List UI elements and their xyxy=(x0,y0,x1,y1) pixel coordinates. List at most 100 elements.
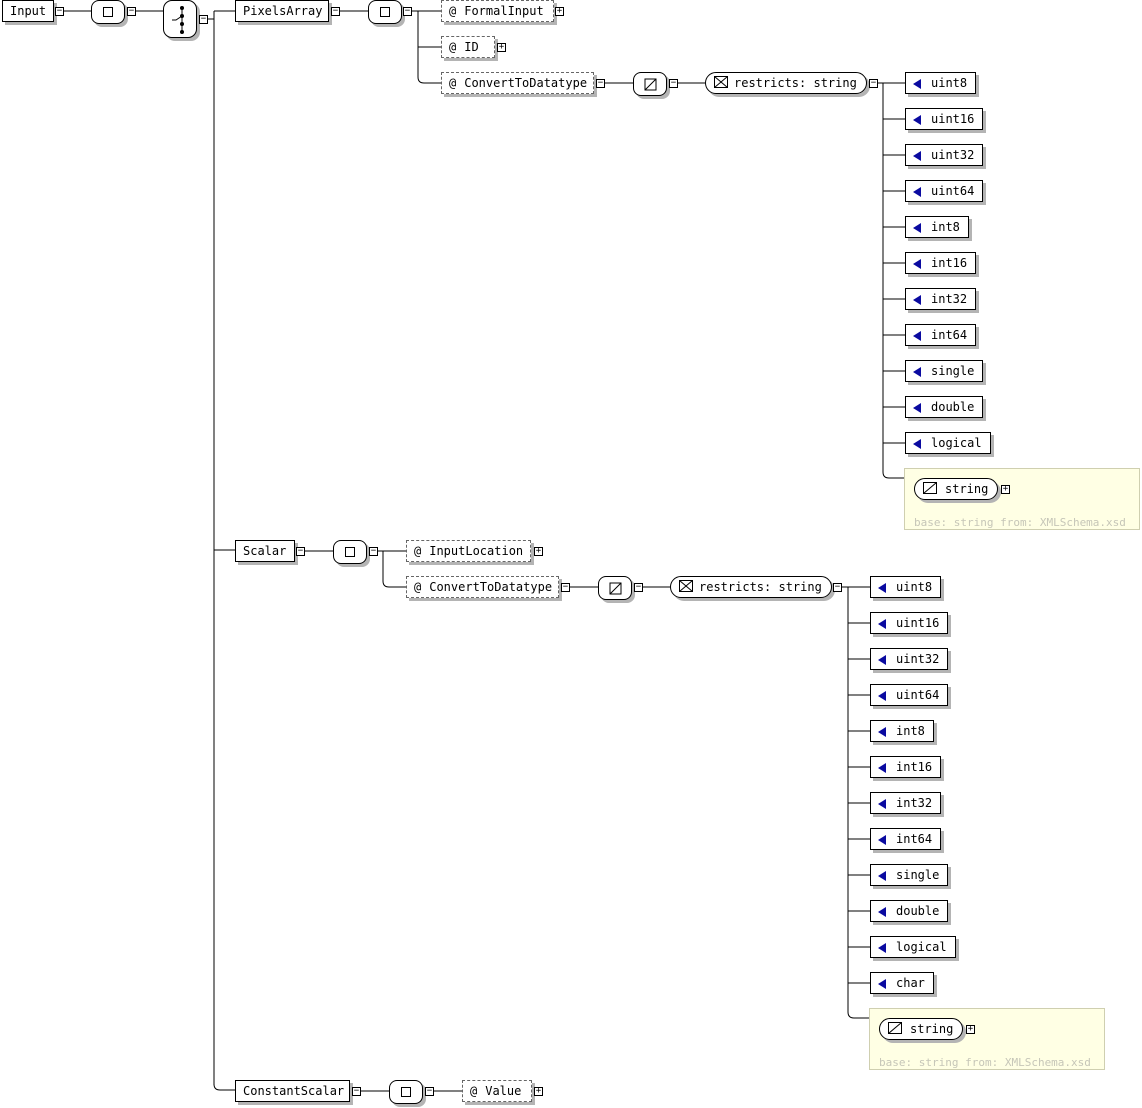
union-member-type[interactable]: string xyxy=(914,478,998,500)
enumeration-value[interactable]: uint8 xyxy=(870,576,942,598)
attribute-at-icon: @ xyxy=(414,580,422,594)
simple-type-icon[interactable] xyxy=(633,72,667,96)
enumeration-triangle-icon xyxy=(878,834,886,845)
enumeration-label: int8 xyxy=(931,220,960,234)
minus-box-icon[interactable]: − xyxy=(425,1086,434,1096)
simple-type-icon xyxy=(888,1022,902,1034)
enumeration-label: double xyxy=(896,904,940,918)
attribute-convert-to-datatype-1[interactable]: @ConvertToDatatype xyxy=(441,72,594,94)
minus-box-icon[interactable]: − xyxy=(127,6,136,16)
enumeration-label: int16 xyxy=(896,760,933,774)
enumeration-value[interactable]: int64 xyxy=(870,828,942,850)
enumeration-triangle-icon xyxy=(913,186,921,197)
enumeration-triangle-icon xyxy=(878,726,886,737)
connector-line xyxy=(417,60,441,84)
minus-box-icon[interactable]: − xyxy=(352,1086,361,1096)
plus-box-icon[interactable]: + xyxy=(966,1024,975,1034)
enumeration-label: char xyxy=(896,976,925,990)
enumeration-value[interactable]: single xyxy=(870,864,949,886)
minus-box-icon[interactable]: − xyxy=(596,78,605,88)
enumeration-value[interactable]: int64 xyxy=(905,324,977,346)
minus-box-icon[interactable]: − xyxy=(833,582,842,592)
sequence-compositor-icon[interactable] xyxy=(368,0,402,24)
root-element-input[interactable]: Input xyxy=(2,0,54,22)
attribute-value[interactable]: @Value xyxy=(462,1080,532,1102)
union-member-type[interactable]: string xyxy=(879,1018,963,1040)
enumeration-value[interactable]: double xyxy=(870,900,949,922)
enumeration-value[interactable]: int8 xyxy=(870,720,934,742)
enumeration-triangle-icon xyxy=(913,258,921,269)
minus-box-icon[interactable]: − xyxy=(634,582,643,592)
enumeration-value[interactable]: int32 xyxy=(905,288,977,310)
minus-box-icon[interactable]: − xyxy=(369,546,378,556)
element-label: PixelsArray xyxy=(243,4,323,18)
enumeration-value[interactable]: logical xyxy=(905,432,991,454)
enumeration-triangle-icon xyxy=(913,78,921,89)
attribute-label: InputLocation xyxy=(429,544,524,558)
enumeration-value[interactable]: int16 xyxy=(905,252,977,274)
enumeration-value[interactable]: uint16 xyxy=(870,612,949,634)
enumeration-label: uint32 xyxy=(931,148,975,162)
minus-box-icon[interactable]: − xyxy=(869,78,878,88)
enumeration-value[interactable]: char xyxy=(870,972,934,994)
sequence-compositor-icon[interactable] xyxy=(389,1080,423,1104)
plus-box-icon[interactable]: + xyxy=(555,6,564,16)
plus-box-icon[interactable]: + xyxy=(534,1086,543,1096)
enumeration-value[interactable]: uint32 xyxy=(870,648,949,670)
minus-box-icon[interactable]: − xyxy=(669,78,678,88)
element-label: Input xyxy=(10,4,47,18)
enumeration-value[interactable]: uint32 xyxy=(905,144,984,166)
enumeration-triangle-icon xyxy=(878,762,886,773)
sequence-compositor-icon[interactable] xyxy=(91,0,125,24)
minus-box-icon[interactable]: − xyxy=(55,6,64,16)
plus-box-icon[interactable]: + xyxy=(1001,484,1010,494)
minus-box-icon[interactable]: − xyxy=(331,6,340,16)
plus-box-icon[interactable]: + xyxy=(534,546,543,556)
enumeration-value[interactable]: int32 xyxy=(870,792,942,814)
simple-type-glyph xyxy=(609,582,622,595)
minus-box-icon[interactable]: − xyxy=(403,6,412,16)
restriction-node[interactable]: restricts: string xyxy=(670,576,832,598)
attribute-label: Value xyxy=(485,1084,522,1098)
connector-line xyxy=(882,460,905,479)
restriction-node[interactable]: restricts: string xyxy=(705,72,867,94)
union-member-label: string xyxy=(945,482,989,496)
enumeration-value[interactable]: int8 xyxy=(905,216,969,238)
attribute-convert-to-datatype-2[interactable]: @ConvertToDatatype xyxy=(406,576,559,598)
enumeration-label: int64 xyxy=(931,328,968,342)
union-member-note: string+base: string from: XMLSchema.xsd xyxy=(904,468,1140,530)
element-pixels-array[interactable]: PixelsArray xyxy=(235,0,329,22)
minus-box-icon[interactable]: − xyxy=(199,14,208,24)
attribute-formal-input[interactable]: @FormalInput xyxy=(441,0,554,22)
enumeration-triangle-icon xyxy=(913,330,921,341)
plus-box-icon[interactable]: + xyxy=(497,42,506,52)
enumeration-value[interactable]: uint64 xyxy=(905,180,984,202)
enumeration-value[interactable]: int16 xyxy=(870,756,942,778)
attribute-input-location[interactable]: @InputLocation xyxy=(406,540,531,562)
enumeration-label: uint8 xyxy=(896,580,933,594)
enumeration-value[interactable]: single xyxy=(905,360,984,382)
attribute-at-icon: @ xyxy=(449,76,457,90)
enumeration-triangle-icon xyxy=(878,906,886,917)
union-member-label: string xyxy=(910,1022,954,1036)
element-scalar[interactable]: Scalar xyxy=(235,540,295,562)
attribute-id[interactable]: @ID xyxy=(441,36,495,58)
minus-box-icon[interactable]: − xyxy=(296,546,305,556)
simple-type-icon[interactable] xyxy=(598,576,632,600)
enumeration-value[interactable]: double xyxy=(905,396,984,418)
minus-box-icon[interactable]: − xyxy=(561,582,570,592)
enumeration-label: uint64 xyxy=(931,184,975,198)
element-constant-scalar[interactable]: ConstantScalar xyxy=(235,1080,350,1102)
simple-type-icon xyxy=(923,482,937,494)
attribute-at-icon: @ xyxy=(449,40,457,54)
enumeration-triangle-icon xyxy=(878,690,886,701)
sequence-compositor-icon[interactable] xyxy=(333,540,367,564)
enumeration-triangle-icon xyxy=(878,942,886,953)
enumeration-value[interactable]: uint64 xyxy=(870,684,949,706)
enumeration-value[interactable]: uint16 xyxy=(905,108,984,130)
enumeration-value[interactable]: uint8 xyxy=(905,72,977,94)
enumeration-value[interactable]: logical xyxy=(870,936,956,958)
enumeration-triangle-icon xyxy=(878,582,886,593)
choice-compositor-icon[interactable] xyxy=(163,0,197,38)
